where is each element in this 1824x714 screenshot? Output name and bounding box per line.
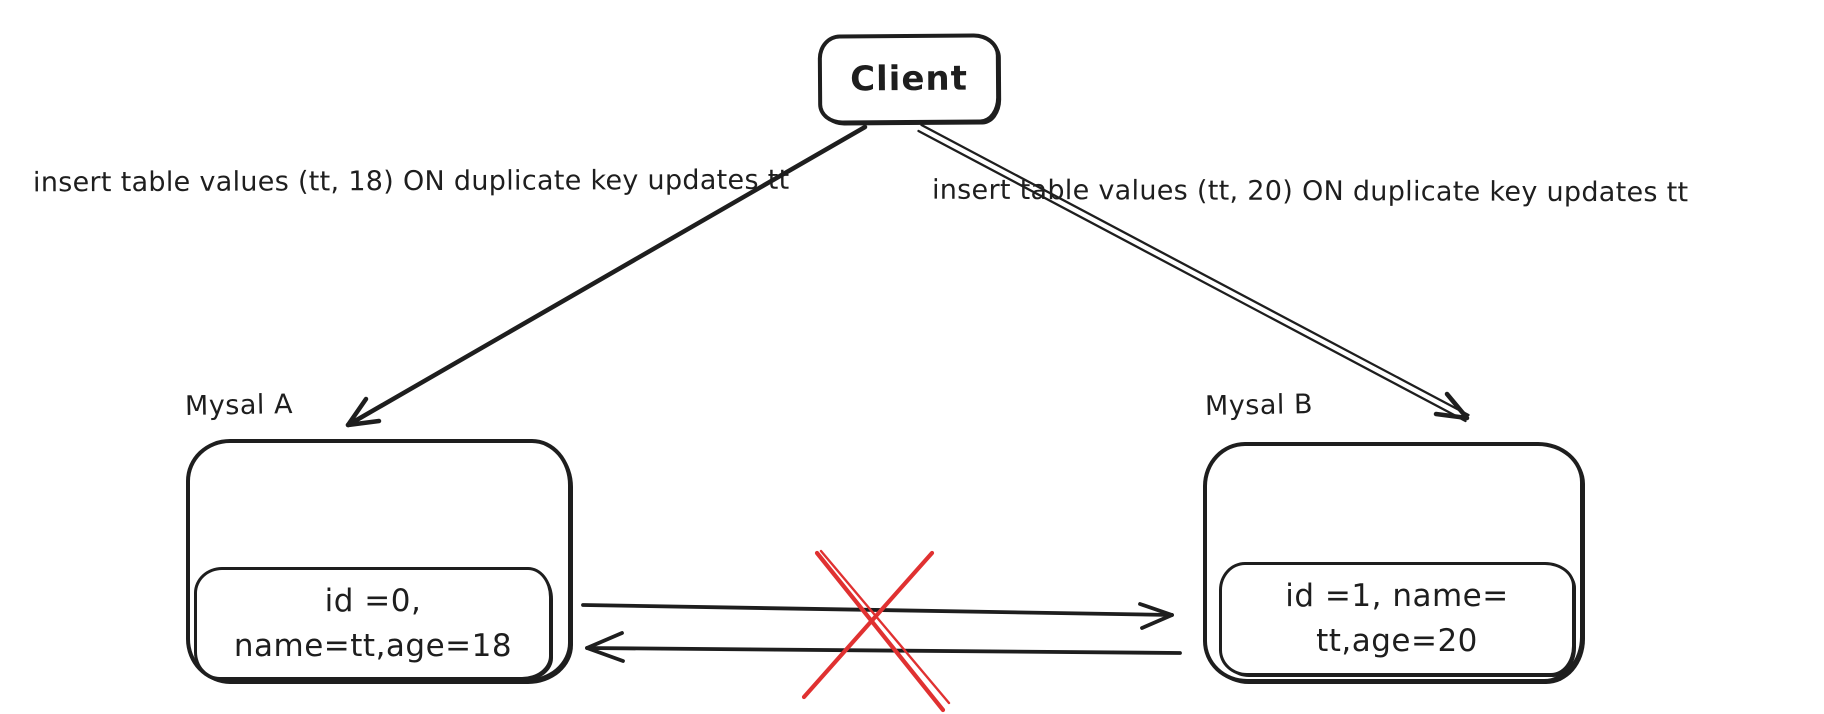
sync-arrow-a-to-b <box>581 602 1174 630</box>
conflict-x-icon <box>801 549 951 713</box>
mysql-b-title: Mysal B <box>1204 389 1314 422</box>
mysql-a-record-line1: id =0, <box>324 582 422 619</box>
sync-arrow-b-to-a <box>585 631 1182 663</box>
query-to-mysql-b-label: insert table values (tt, 20) ON duplicat… <box>931 174 1689 209</box>
mysql-a-record-line2: name=tt,age=18 <box>233 627 513 664</box>
mysql-a-record-box: id =0, name=tt,age=18 <box>194 567 552 680</box>
mysql-a-title: Mysal A <box>184 389 294 422</box>
mysql-b-record-line2: tt,age=20 <box>1316 623 1478 659</box>
client-node: Client <box>817 33 1001 125</box>
client-to-mysql-a-arrow <box>345 124 868 428</box>
client-to-mysql-b-arrow <box>917 123 1470 423</box>
client-label: Client <box>849 58 969 100</box>
mysql-b-record-line1: id =1, name= <box>1285 578 1509 614</box>
query-to-mysql-a-label: insert table values (tt, 18) ON duplicat… <box>32 164 790 199</box>
mysql-b-record-box: id =1, name= tt,age=20 <box>1219 562 1575 676</box>
